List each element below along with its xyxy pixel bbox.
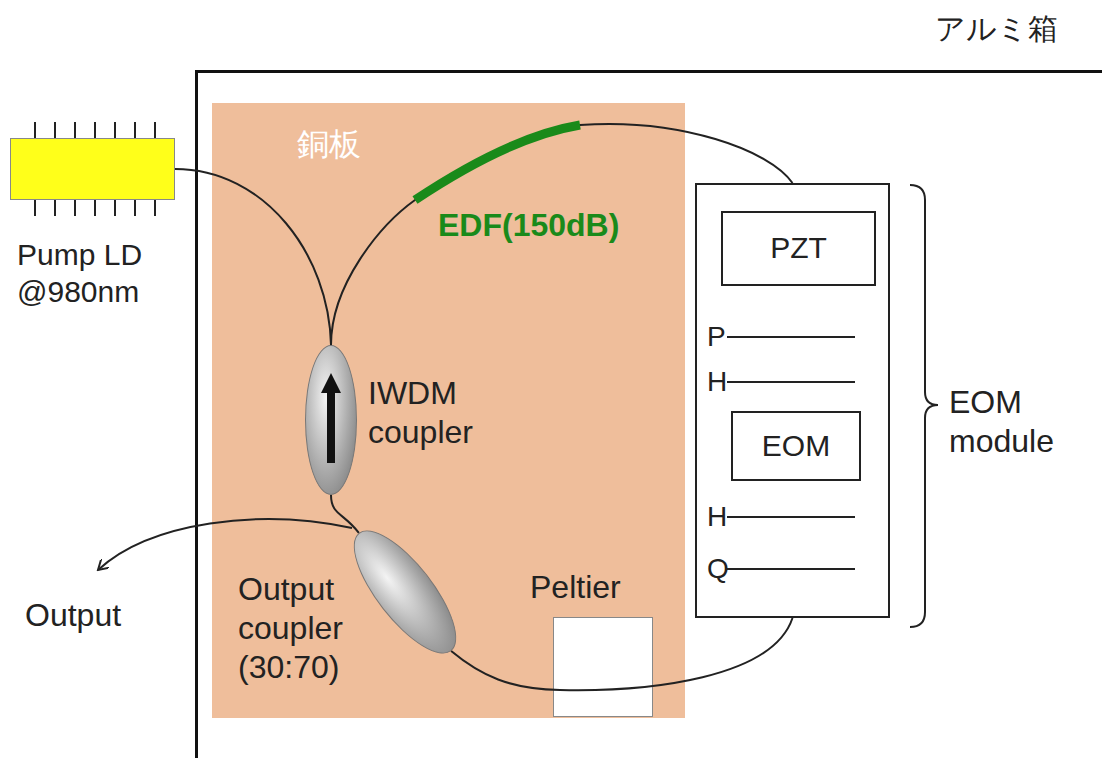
eom-box: EOM: [731, 411, 861, 481]
node-label: Output coupler (30:70): [238, 570, 366, 687]
peltier: Peltier: [553, 617, 653, 717]
pump-laser: Pump LD @980nm: [10, 138, 175, 200]
edf-fiber: [415, 125, 580, 200]
fiber-connector: [175, 169, 331, 345]
bracket: [910, 185, 938, 627]
node-label: PZT: [770, 230, 827, 267]
output-coupler: Output coupler (30:70): [350, 517, 460, 667]
copper-plate: 銅板 IWDM couplerOutput coupler (30:70) Pelt…: [212, 103, 685, 718]
node-label: IWDM coupler: [368, 374, 508, 452]
pin-label: P: [707, 320, 726, 354]
pzt-box: PZT: [721, 211, 876, 286]
direction-arrow: [305, 345, 357, 495]
node-label: Pump LD @980nm: [17, 237, 177, 310]
pin-label: Q: [707, 552, 729, 586]
pin-label: H: [707, 365, 727, 399]
fiber-label: EDF(150dB): [438, 206, 619, 245]
wdm-coupler: IWDM coupler: [305, 345, 357, 495]
node-label: アルミ箱: [935, 11, 1058, 48]
node-label: EOM module: [949, 383, 1099, 461]
housing-box: アルミ箱銅板IWDM couplerOutput coupler (30:70)…: [195, 70, 1102, 758]
pin-label: H: [707, 500, 727, 534]
coupler-ellipse: [337, 516, 473, 669]
fiber-connector: [331, 124, 793, 345]
node-label: EOM: [762, 428, 830, 465]
eom-module: EOM modulePZTEOM: [695, 183, 890, 618]
port-label: Output: [25, 596, 121, 635]
pump-pins: [35, 122, 155, 216]
fiber-connector: [451, 618, 792, 690]
lead-lines: [727, 337, 855, 569]
node-label: Peltier: [530, 568, 621, 607]
output-fiber: [98, 519, 352, 570]
fiber-connector: [331, 495, 359, 533]
node-label: 銅板: [297, 125, 361, 164]
